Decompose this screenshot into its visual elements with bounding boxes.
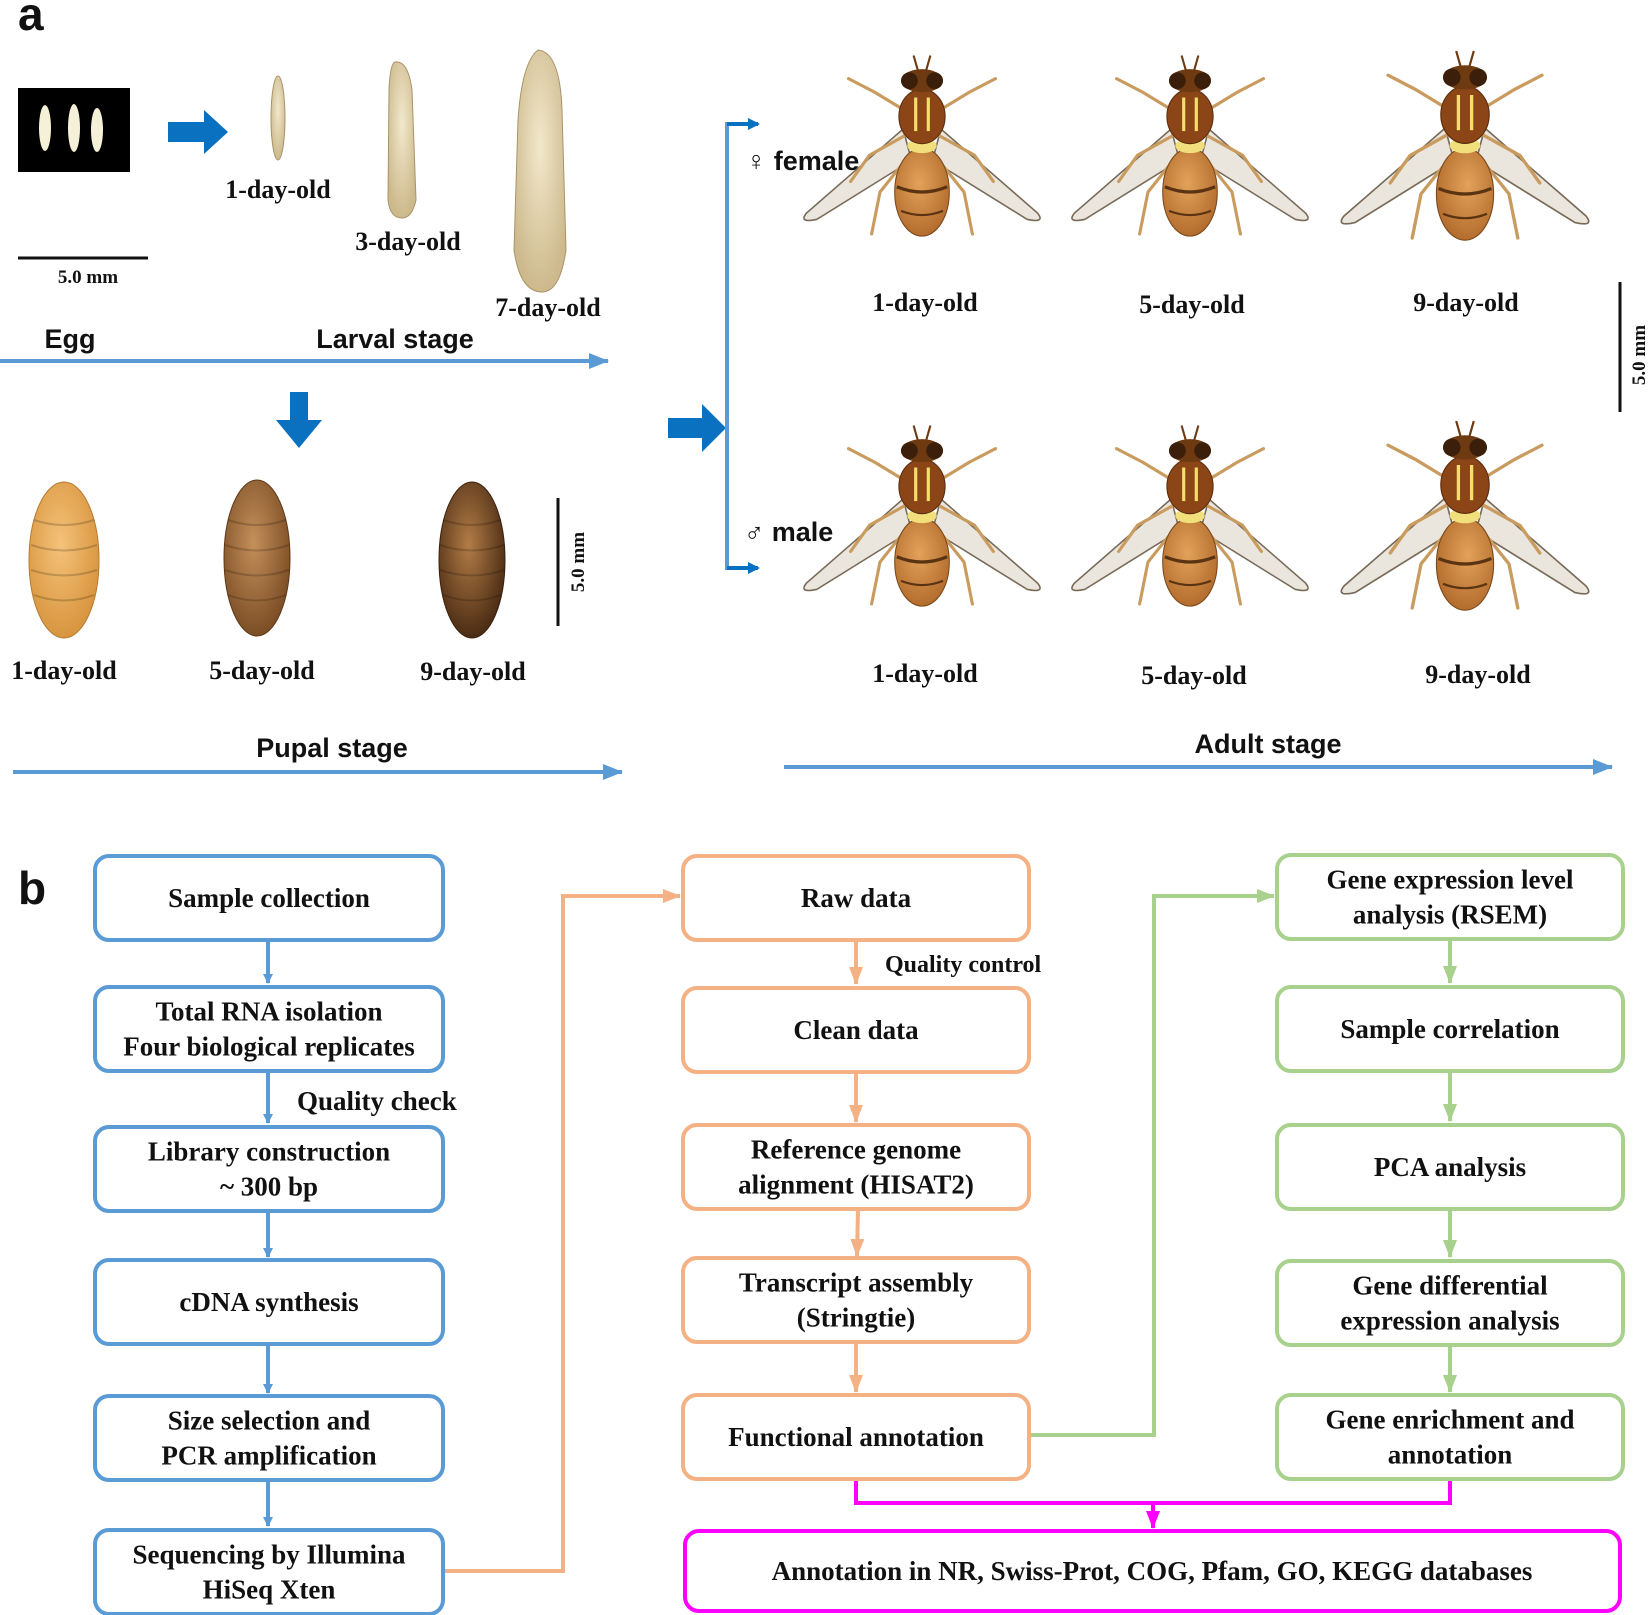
fly-female-5-day-old [1070, 53, 1310, 238]
database-annotation-text: Annotation in NR, Swiss-Prot, COG, Pfam,… [772, 1556, 1533, 1586]
col1-box-1: Sample collection [93, 854, 445, 942]
adult-male-age-label: 1-day-old [872, 659, 978, 688]
col3-box-5: Gene enrichment and annotation [1275, 1393, 1625, 1481]
fly-male-9-day-old [1339, 419, 1591, 612]
pupa-5-day-old [223, 479, 291, 637]
pupal-scale-label: 5.0 mm [568, 532, 589, 592]
pupa-age-label: 1-day-old [11, 656, 117, 685]
col1-box-text: cDNA synthesis [179, 1287, 358, 1317]
adult-female-age-label: 9-day-old [1413, 288, 1519, 317]
col3-box-text: analysis (RSEM) [1353, 900, 1547, 930]
adult-stage-label: Adult stage [1194, 729, 1341, 759]
panel-b-letter: b [18, 862, 46, 914]
col3-box-text: PCA analysis [1374, 1152, 1526, 1182]
col3-box-1: Gene expression level analysis (RSEM) [1275, 853, 1625, 941]
female-label: ♀ female [746, 146, 859, 176]
col1-box-text: Sequencing by Illumina [132, 1540, 406, 1570]
pupa-segments [30, 519, 505, 602]
quality-check-label: Quality check [297, 1086, 457, 1116]
block-arrow-right-icon [668, 404, 726, 452]
block-arrow-down-icon [276, 392, 322, 448]
pupa-1-day-old [28, 481, 100, 639]
larva-7-day-old [513, 49, 567, 293]
panel-a-letter: a [18, 0, 44, 40]
col2-box-1: Raw data [681, 854, 1031, 942]
col1-box-text: Library construction [148, 1137, 390, 1167]
pupa-9-day-old [438, 481, 506, 639]
col2-box-3: Reference genome alignment (HISAT2) [681, 1123, 1031, 1211]
col2-box-text: Raw data [801, 883, 912, 913]
fly-female-9-day-old [1339, 49, 1591, 242]
egg-stage-label: Egg [45, 324, 96, 354]
larva-1-day-old [270, 75, 286, 161]
sex-branch-bracket [725, 118, 760, 574]
col3-box-text: Gene expression level [1327, 865, 1574, 895]
col3-box-4: Gene differential expression analysis [1275, 1259, 1625, 1347]
col2-box-text: Functional annotation [728, 1422, 984, 1452]
col3-box-text: Gene differential [1352, 1271, 1548, 1301]
col3-box-text: annotation [1388, 1440, 1513, 1470]
adult-male-age-label: 5-day-old [1141, 661, 1247, 690]
col2-to-col3-connector [1029, 889, 1275, 1437]
col1-to-col2-connector [442, 889, 681, 1573]
database-annotation-box: Annotation in NR, Swiss-Prot, COG, Pfam,… [683, 1529, 1622, 1613]
col2-box-4: Transcript assembly (Stringtie) [681, 1256, 1031, 1344]
adult-scale-label: 5.0 mm [1629, 325, 1650, 385]
col1-box-text: Total RNA isolation [155, 997, 382, 1027]
larval-stage-label: Larval stage [316, 324, 474, 354]
col1-box-text: ~ 300 bp [220, 1172, 318, 1202]
col3-box-2: Sample correlation [1275, 985, 1625, 1073]
col3-box-3: PCA analysis [1275, 1123, 1625, 1211]
pupa-age-label: 9-day-old [420, 657, 526, 686]
col1-box-4: cDNA synthesis [93, 1258, 445, 1346]
larva-age-label: 1-day-old [225, 175, 331, 204]
col1-box-text: HiSeq Xten [203, 1575, 336, 1605]
fly-male-1-day-old [802, 423, 1042, 608]
col2-box-text: Transcript assembly [739, 1268, 974, 1298]
col3-box-text: expression analysis [1340, 1306, 1559, 1336]
col1-box-3: Library construction ~ 300 bp [93, 1125, 445, 1213]
col1-box-text: Size selection and [168, 1406, 371, 1436]
block-arrow-right-icon [168, 110, 228, 154]
quality-control-label: Quality control [885, 952, 1042, 978]
egg-photo [18, 88, 130, 172]
col2-box-text: Clean data [793, 1015, 919, 1045]
pupa-age-label: 5-day-old [209, 656, 315, 685]
adult-female-age-label: 1-day-old [872, 288, 978, 317]
col2-box-text: Reference genome [751, 1135, 961, 1165]
col2-box-text: alignment (HISAT2) [738, 1170, 974, 1200]
male-label: ♂ male [744, 517, 833, 547]
larva-age-label: 3-day-old [355, 227, 461, 256]
col1-box-text: PCR amplification [161, 1441, 376, 1471]
col1-box-text: Sample collection [168, 883, 370, 913]
larva-age-label: 7-day-old [495, 293, 601, 322]
adult-female-age-label: 5-day-old [1139, 290, 1245, 319]
col2-box-text: (Stringtie) [797, 1303, 915, 1333]
col2-connectors [849, 940, 865, 1393]
larva-3-day-old [387, 61, 417, 219]
fly-male-5-day-old [1070, 423, 1310, 608]
col1-box-text: Four biological replicates [123, 1032, 414, 1062]
egg-scale-label: 5.0 mm [58, 267, 118, 288]
to-database-connector [854, 1478, 1452, 1529]
col2-box-5: Functional annotation [681, 1393, 1031, 1481]
adult-male-age-label: 9-day-old [1425, 660, 1531, 689]
col2-box-2: Clean data [681, 986, 1031, 1074]
col3-box-text: Sample correlation [1340, 1014, 1559, 1044]
pupal-stage-label: Pupal stage [256, 733, 408, 763]
col3-box-text: Gene enrichment and [1326, 1405, 1575, 1435]
